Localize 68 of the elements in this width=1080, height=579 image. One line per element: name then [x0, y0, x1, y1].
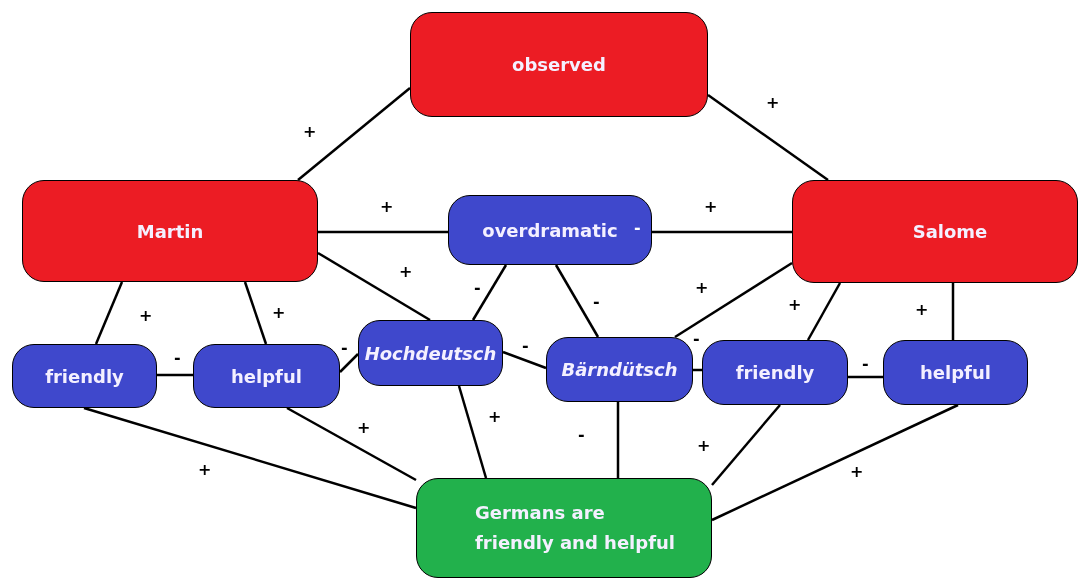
edge-label: +	[488, 409, 502, 425]
attribute-box	[702, 340, 848, 405]
connector-line	[616, 402, 620, 478]
edge-label: +	[915, 302, 929, 318]
connector-line	[707, 93, 829, 182]
conclusion-box	[416, 478, 712, 578]
edge-label: -	[341, 340, 348, 356]
person-box	[410, 12, 708, 117]
edge-label: +	[303, 124, 317, 140]
attribute-box	[193, 344, 340, 408]
edge-label: -	[593, 294, 600, 310]
edge-label: -	[862, 356, 869, 372]
connector-line	[83, 406, 417, 510]
connector-line	[554, 264, 600, 338]
node-label: observed	[512, 54, 606, 75]
connector-line	[339, 353, 359, 373]
attribute-box	[12, 344, 157, 408]
node-label: Bärndütsch	[561, 359, 678, 380]
connector-line	[502, 350, 547, 370]
attribute-box	[546, 337, 693, 402]
node-label: helpful	[920, 362, 991, 383]
connector-line	[457, 385, 488, 479]
connector-line	[317, 251, 431, 322]
connector-line	[951, 283, 955, 340]
edge-label: +	[695, 280, 709, 296]
edge-label: +	[380, 199, 394, 215]
connector-line	[674, 261, 793, 339]
node-label: Salome	[912, 221, 988, 242]
connector-line	[243, 281, 268, 345]
edge-label: +	[399, 264, 413, 280]
node-label: overdramatic	[482, 219, 618, 241]
edge-label: +	[788, 297, 802, 313]
node-label: Germans are friendly and helpful	[475, 501, 675, 555]
connector-line	[318, 230, 448, 234]
node-label: Martin	[136, 220, 204, 242]
attribute-box	[448, 195, 652, 265]
edge-label: -	[474, 280, 481, 296]
connector-line	[711, 404, 781, 486]
edge-label: -	[578, 427, 585, 443]
node-label: helpful	[231, 365, 302, 387]
connector-line	[471, 264, 508, 321]
node-label: friendly	[735, 362, 815, 383]
connector-line	[652, 230, 792, 234]
attribute-box	[883, 340, 1028, 405]
edge-label: +	[704, 199, 718, 215]
node-label: Hochdeutsch	[364, 342, 497, 364]
person-box	[792, 180, 1078, 283]
edge-label: +	[139, 308, 153, 324]
edge-label: +	[697, 438, 711, 454]
node-label: friendly	[45, 365, 124, 387]
sign-label: -	[634, 220, 641, 236]
edge-label: -	[174, 350, 181, 366]
edge-label: +	[272, 305, 286, 321]
edge-label: +	[766, 95, 780, 111]
connector-line	[286, 406, 417, 482]
person-box	[22, 180, 318, 282]
edge-label: -	[522, 338, 529, 354]
connector-line	[157, 373, 193, 377]
attribute-box	[358, 320, 503, 386]
connector-line	[848, 375, 883, 379]
edge-label: +	[198, 462, 212, 478]
edge-label: +	[850, 464, 864, 480]
connector-line	[806, 282, 842, 341]
connector-line	[711, 403, 959, 522]
edge-label: -	[693, 331, 700, 347]
edge-label: +	[357, 420, 371, 436]
connector-line	[94, 281, 124, 345]
connector-line	[297, 87, 411, 181]
